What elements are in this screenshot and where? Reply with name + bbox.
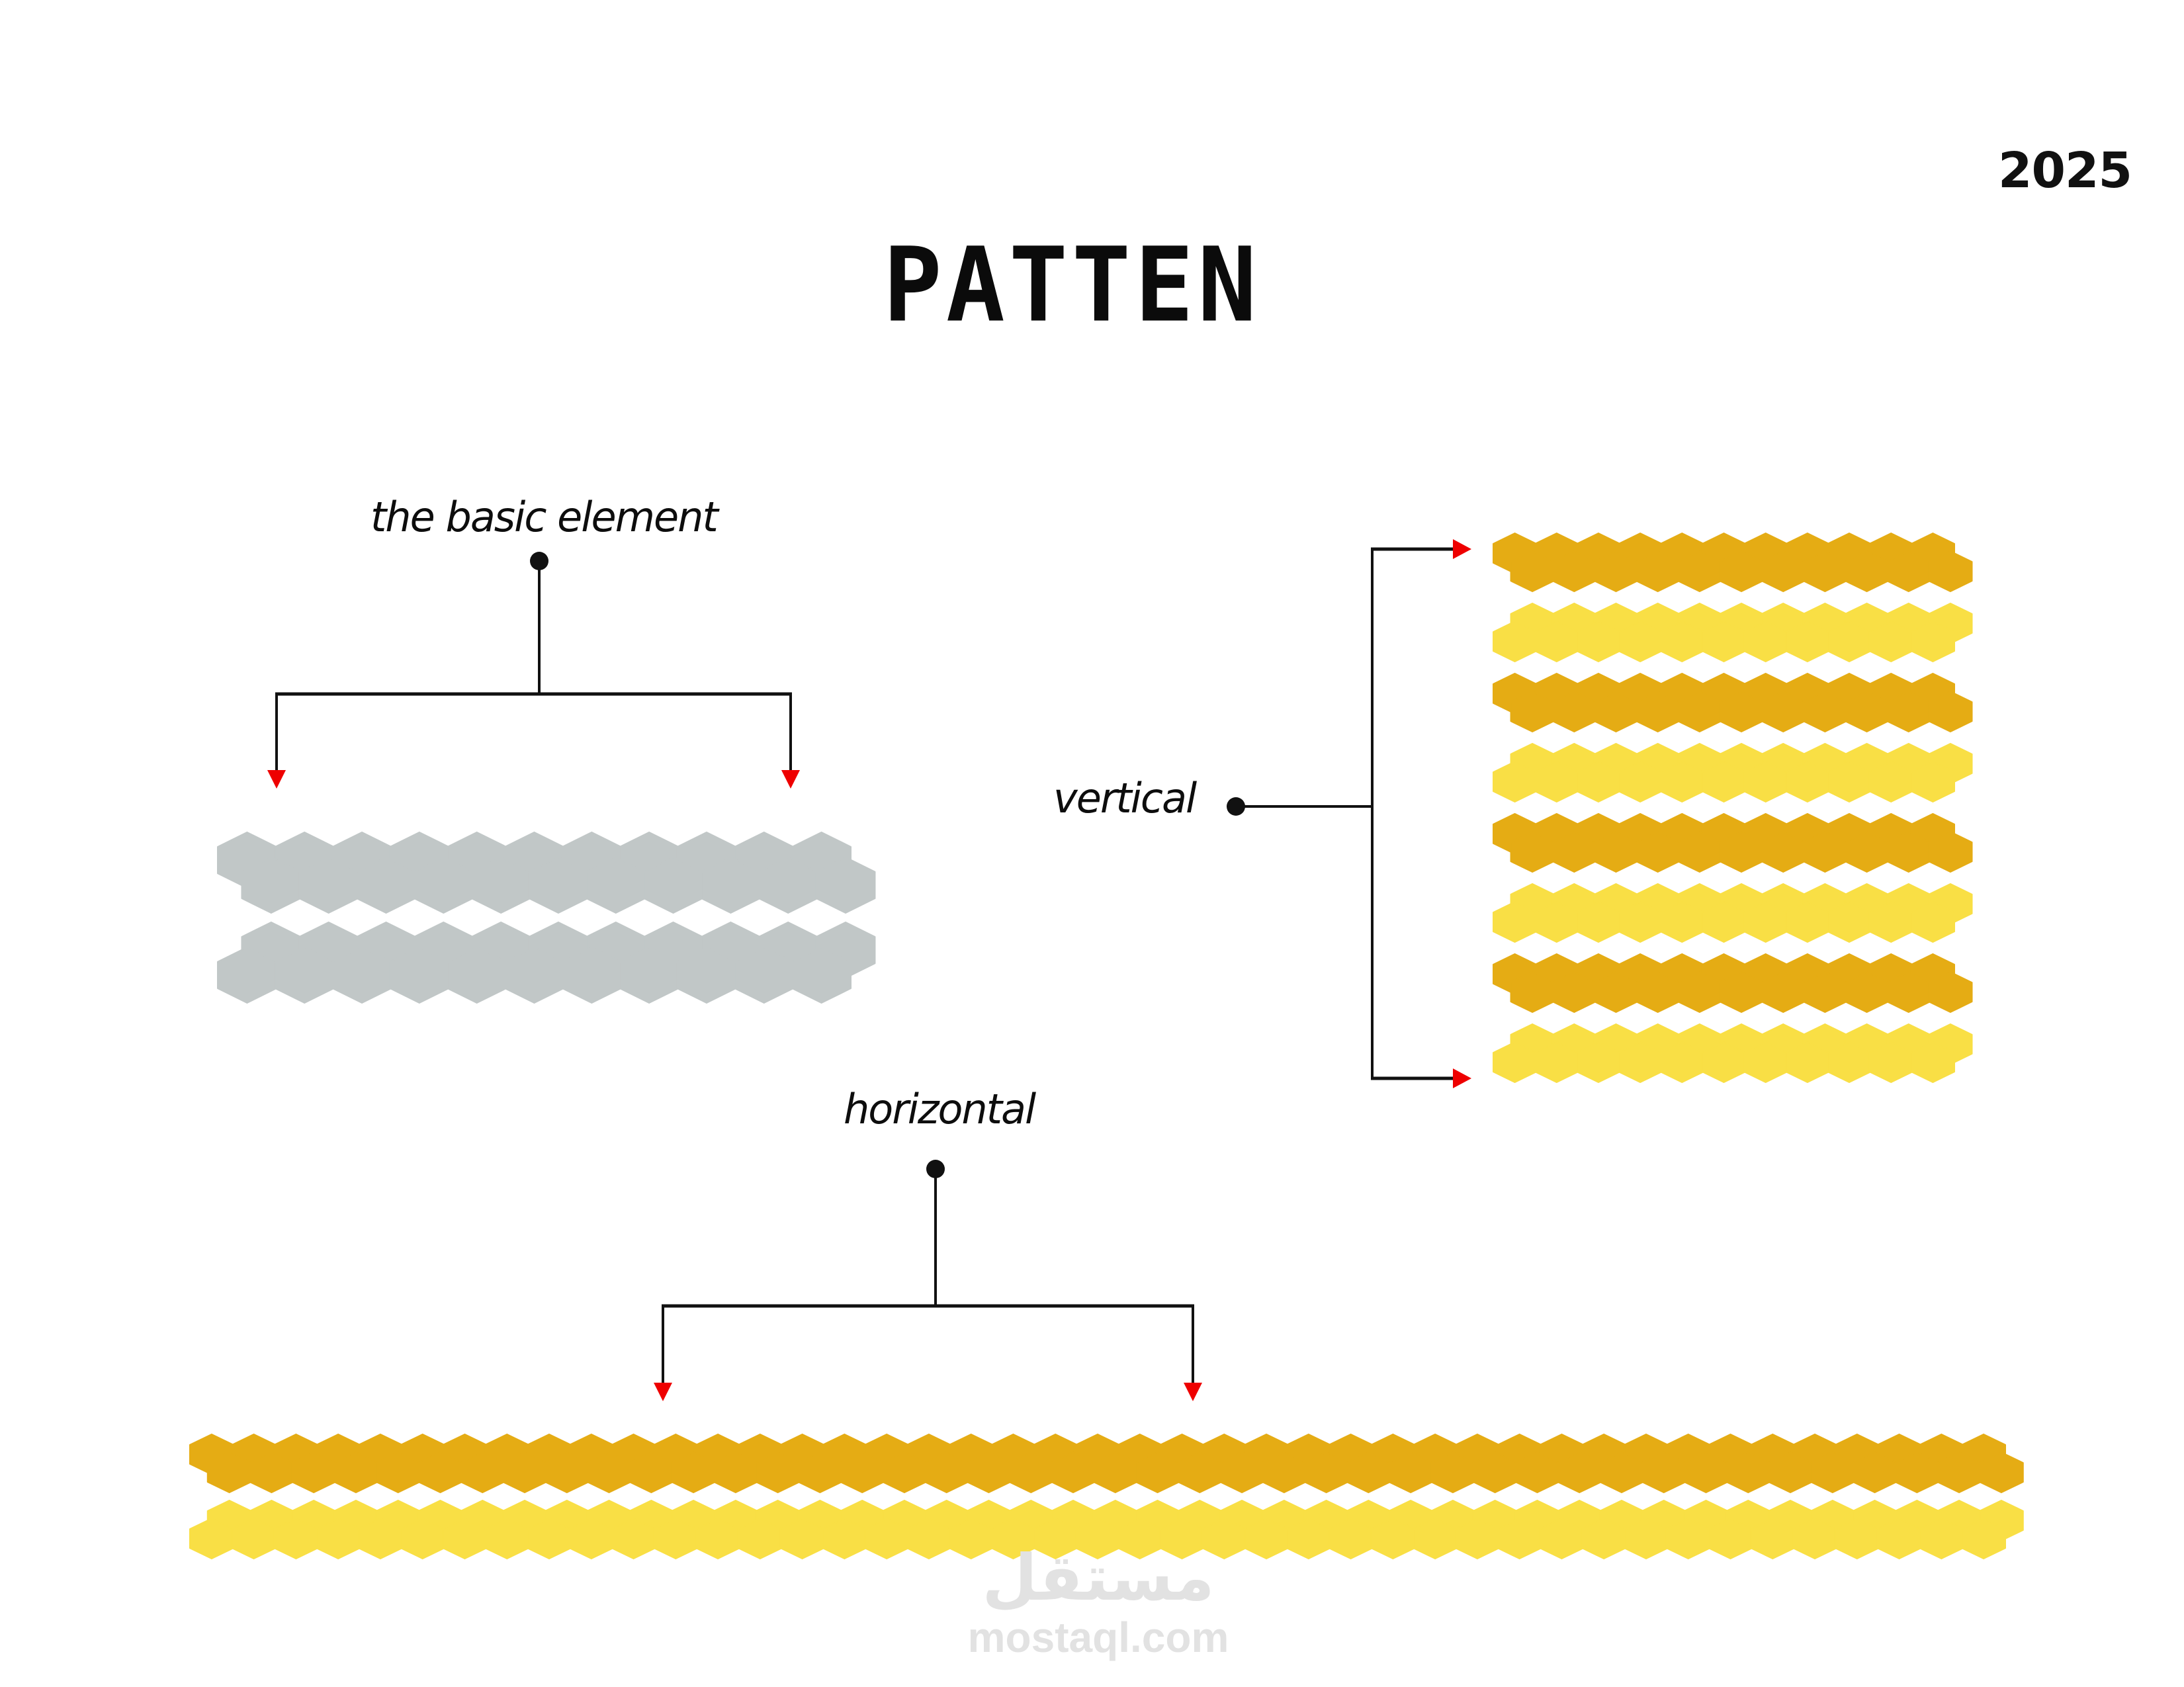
arrow-down-icon bbox=[267, 770, 286, 789]
horizontal-pattern bbox=[189, 1434, 2024, 1559]
hexagon-tile bbox=[1910, 901, 1955, 943]
hexagon-tile bbox=[1928, 550, 1973, 592]
horizontal-connector bbox=[654, 1160, 1202, 1401]
vertical-row bbox=[1493, 883, 1973, 943]
arrow-down-icon bbox=[654, 1383, 672, 1401]
basic-element-label: the basic element bbox=[371, 493, 719, 541]
horizontal-row bbox=[189, 1500, 2024, 1559]
year-label: 2025 bbox=[1998, 142, 2132, 199]
vertical-connector bbox=[1227, 539, 1471, 1088]
vertical-row bbox=[1493, 603, 1973, 662]
watermark-latin: mostaql.com bbox=[967, 1614, 1229, 1661]
vertical-pattern bbox=[1493, 533, 1973, 1083]
vertical-row bbox=[1493, 533, 1973, 592]
horizontal-row bbox=[189, 1434, 2024, 1493]
basic-element-connector bbox=[267, 552, 800, 789]
hexagon-tile bbox=[1928, 831, 1973, 873]
hexagon-tile bbox=[1928, 971, 1973, 1013]
hexagon-tile bbox=[1928, 691, 1973, 732]
vertical-row bbox=[1493, 1023, 1973, 1083]
basic-element-row bbox=[217, 832, 876, 914]
hexagon-tile bbox=[1910, 761, 1955, 802]
hexagon-tile bbox=[1910, 1041, 1955, 1083]
hexagon-tile bbox=[1979, 1451, 2024, 1493]
arrow-down-icon bbox=[781, 770, 800, 789]
hexagon-tile bbox=[815, 856, 876, 914]
vertical-row bbox=[1493, 813, 1973, 873]
basic-element-row bbox=[217, 922, 876, 1004]
hexagon-tile bbox=[1961, 1518, 2006, 1559]
arrow-down-icon bbox=[1184, 1383, 1202, 1401]
basic-element-pattern bbox=[217, 832, 876, 1004]
arrow-right-icon bbox=[1453, 1068, 1471, 1088]
hexagon-tile bbox=[791, 946, 852, 1004]
vertical-label: vertical bbox=[1053, 774, 1197, 822]
watermark: مستقل mostaql.com bbox=[939, 1541, 1257, 1661]
watermark-arabic: مستقل bbox=[982, 1541, 1215, 1615]
hexagon-tile bbox=[1910, 621, 1955, 662]
vertical-row bbox=[1493, 953, 1973, 1013]
arrow-right-icon bbox=[1453, 539, 1471, 559]
vertical-row bbox=[1493, 743, 1973, 802]
vertical-row bbox=[1493, 673, 1973, 732]
page-title: PATTEN bbox=[883, 225, 1261, 345]
horizontal-label: horizontal bbox=[844, 1085, 1036, 1133]
